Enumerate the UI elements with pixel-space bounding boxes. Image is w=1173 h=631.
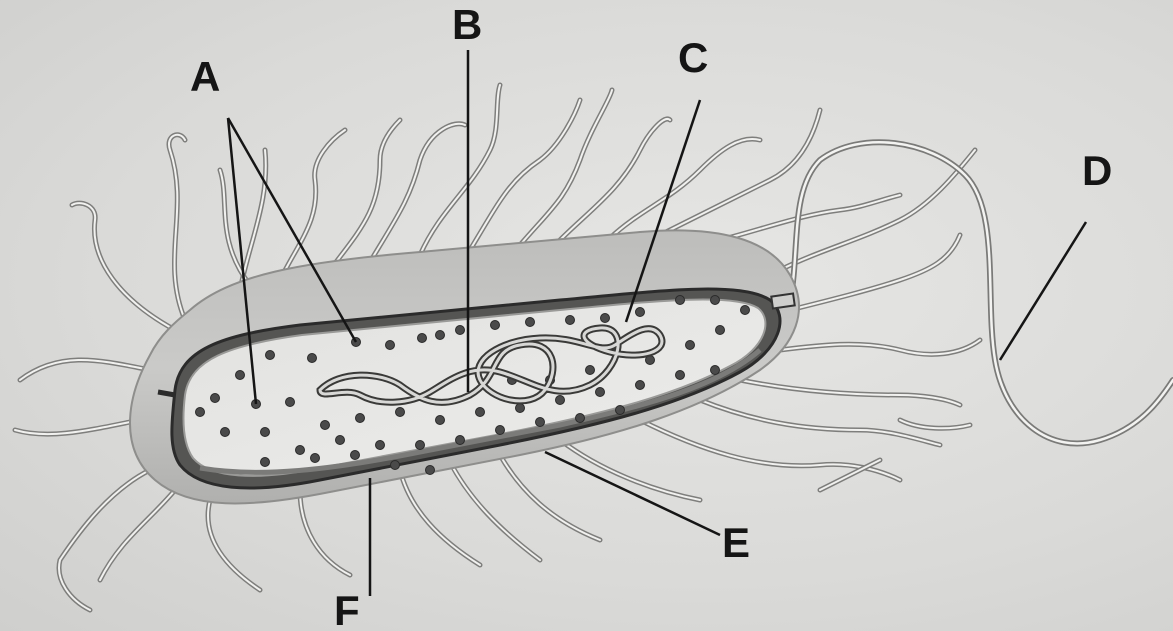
ribosome-dot (356, 414, 365, 423)
ribosome-dot (711, 296, 720, 305)
pilus-strand (560, 119, 670, 240)
ribosome-dot (311, 454, 320, 463)
ribosome-dot (526, 318, 535, 327)
label-a: A (190, 56, 220, 98)
ribosome-dot (286, 398, 295, 407)
label-c: C (678, 37, 708, 79)
pilus-strand-highlight (790, 235, 960, 310)
ribosome-dot (426, 466, 435, 475)
ribosome-dot (716, 326, 725, 335)
label-d: D (1082, 150, 1112, 192)
leader-d (1000, 222, 1086, 360)
ribosome-dot (516, 404, 525, 413)
pilus-strand (420, 85, 500, 255)
ribosome-dot (576, 414, 585, 423)
pilus-strand (72, 203, 175, 330)
pilus-strand-highlight (400, 470, 480, 565)
ribosome-dot (266, 351, 275, 360)
pilus-strand (280, 130, 345, 280)
ribosome-dot (601, 314, 610, 323)
pilus-strand-highlight (500, 455, 600, 540)
pilus-strand-highlight (780, 340, 980, 354)
cell-body (130, 230, 799, 503)
pilus-strand (20, 360, 150, 380)
ribosome-dot (456, 326, 465, 335)
ribosome-dot (596, 388, 605, 397)
pilus-strand (470, 100, 580, 250)
ribosome-dot (236, 371, 245, 380)
pilus-strand-highlight (450, 462, 540, 560)
ribosome-dot (351, 451, 360, 460)
ribosome-dot (416, 441, 425, 450)
ribosome-dot (636, 308, 645, 317)
pilus-strand-highlight (208, 500, 260, 590)
pilus-strand (330, 120, 400, 270)
ribosome-dot (711, 366, 720, 375)
ribosome-dot (456, 436, 465, 445)
label-b: B (452, 4, 482, 46)
ribosome-dot (676, 296, 685, 305)
ribosome-dot (686, 341, 695, 350)
basal-body (771, 294, 794, 309)
pilus-strand (59, 470, 150, 610)
ribosome-dot (496, 426, 505, 435)
ribosome-dot (741, 306, 750, 315)
pilus-strand (500, 455, 600, 540)
ribosome-dot (636, 381, 645, 390)
ribosome-dot (336, 436, 345, 445)
pilus-strand-highlight (470, 100, 580, 250)
ribosome-dot (536, 418, 545, 427)
ribosome-dot (261, 428, 270, 437)
pilus-strand-highlight (100, 490, 175, 580)
pilus-strand (740, 380, 960, 405)
ribosome-dot (566, 316, 575, 325)
ribosome-dot (556, 396, 565, 405)
pilus-strand-highlight (780, 150, 975, 270)
pilus-strand (300, 490, 350, 575)
label-e: E (722, 522, 750, 564)
ribosome-dot (196, 408, 205, 417)
ribosome-dot (676, 371, 685, 380)
ribosome-dot (491, 321, 500, 330)
ribosome-dot (321, 421, 330, 430)
ribosome-dot (296, 446, 305, 455)
ribosome-dot (386, 341, 395, 350)
ribosome-dot (616, 406, 625, 415)
ribosome-dot (221, 428, 230, 437)
pilus-strand (780, 150, 975, 270)
label-f: F (334, 590, 360, 631)
pilus-strand (790, 235, 960, 310)
pilus-strand (400, 470, 480, 565)
ribosome-dot (396, 408, 405, 417)
ribosome-dot (261, 458, 270, 467)
leader-e (545, 452, 720, 535)
ribosome-dot (391, 461, 400, 470)
ribosome-dot (476, 408, 485, 417)
ribosome-dot (436, 416, 445, 425)
pilus-strand (450, 462, 540, 560)
ribosome-dot (308, 354, 317, 363)
ribosome-dot (376, 441, 385, 450)
ribosome-dot (418, 334, 427, 343)
pilus-strand-highlight (72, 203, 175, 330)
ribosome-dot (211, 394, 220, 403)
ribosome-dot (586, 366, 595, 375)
pilus-strand-highlight (330, 120, 400, 270)
ribosome-dot (436, 331, 445, 340)
